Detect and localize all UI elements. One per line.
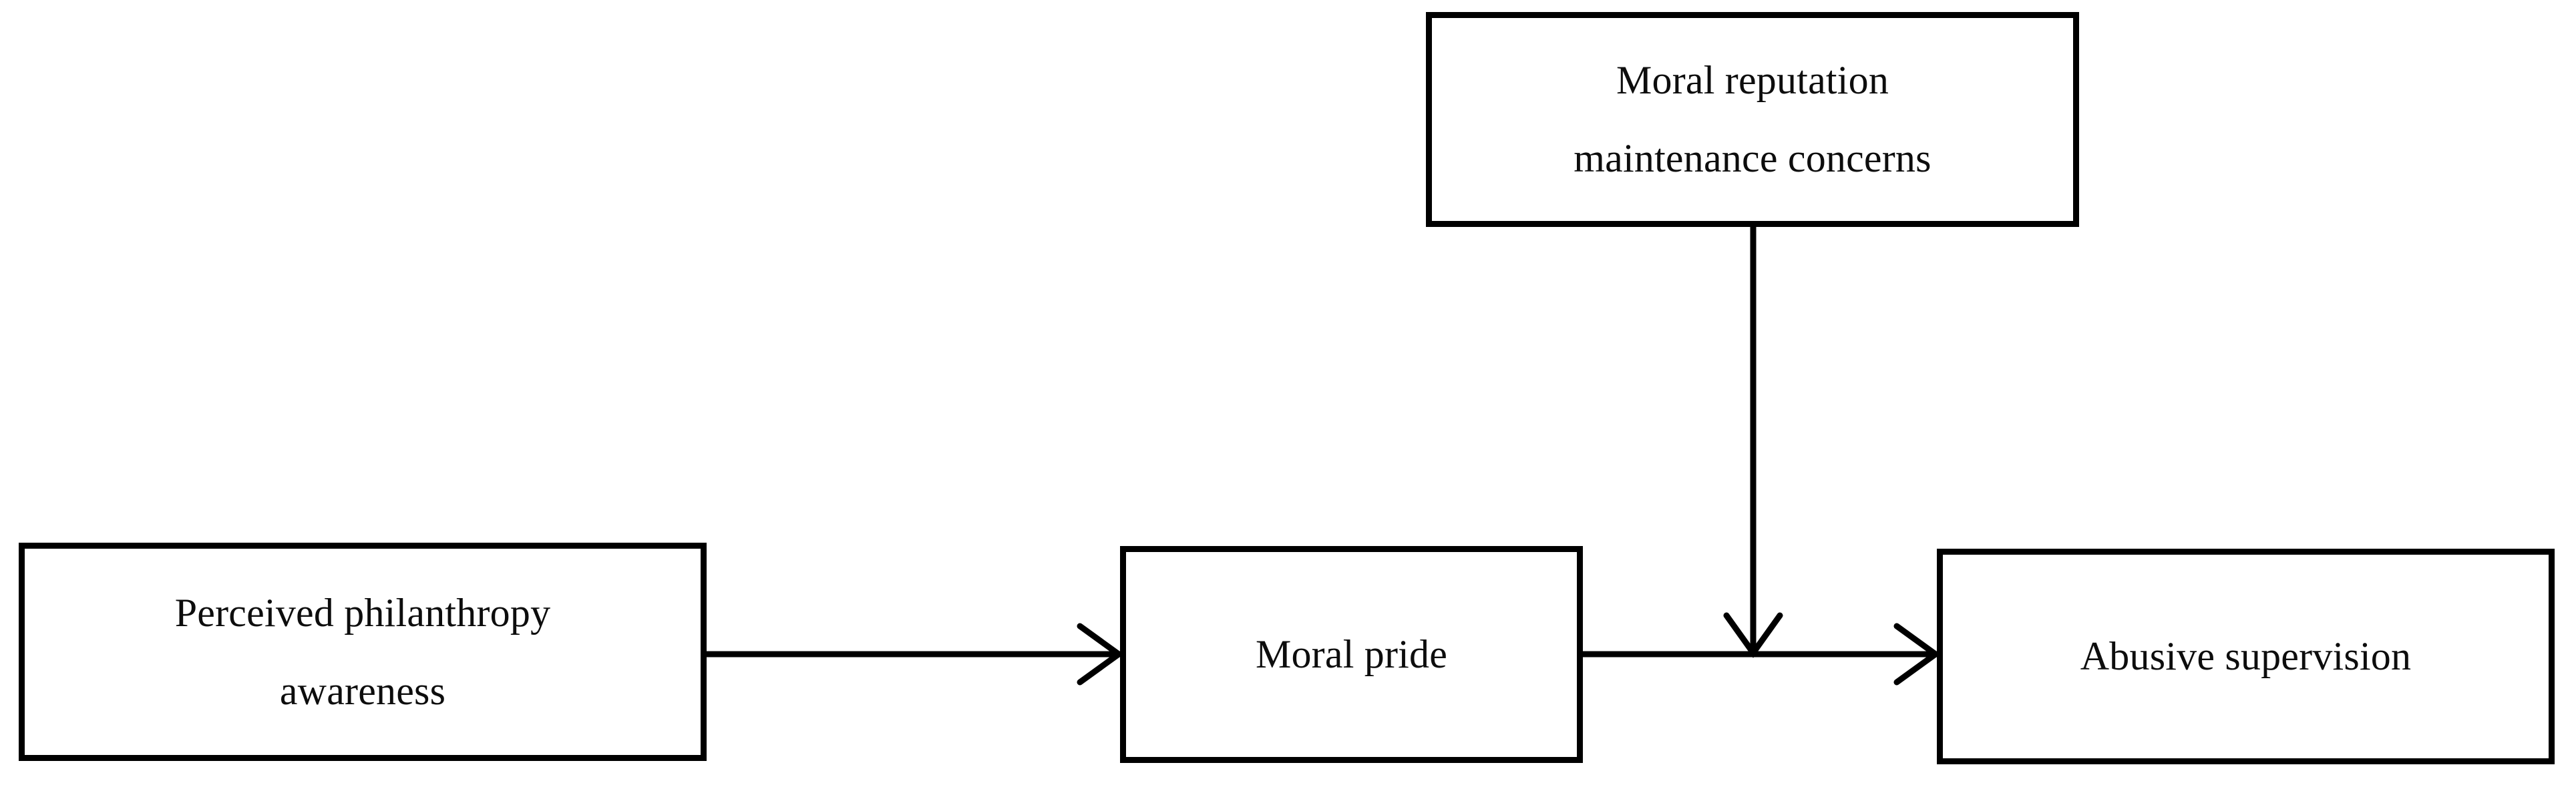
arrow-philanthropy-to-pride — [707, 623, 1124, 686]
node-label-line: maintenance concerns — [1574, 136, 1931, 180]
arrowhead-open-v-icon — [1077, 623, 1124, 686]
node-perceived-philanthropy-awareness[interactable]: Perceived philanthropy awareness — [19, 543, 707, 761]
arrow-reputation-moderator — [1723, 227, 1783, 658]
arrow-pride-to-abusive — [1583, 623, 1941, 686]
arrowhead-open-v-icon — [1893, 623, 1941, 686]
node-label-line: Moral pride — [1255, 632, 1448, 676]
arrowhead-open-v-icon — [1723, 612, 1783, 658]
node-abusive-supervision[interactable]: Abusive supervision — [1937, 549, 2555, 764]
node-moral-pride[interactable]: Moral pride — [1120, 546, 1583, 763]
node-label-line: awareness — [279, 668, 446, 713]
node-label-line: Perceived philanthropy — [174, 590, 551, 635]
node-label-line: Moral reputation — [1616, 58, 1889, 102]
node-label-line: Abusive supervision — [2080, 634, 2412, 678]
node-moral-reputation-maintenance-concerns[interactable]: Moral reputation maintenance concerns — [1426, 12, 2079, 227]
